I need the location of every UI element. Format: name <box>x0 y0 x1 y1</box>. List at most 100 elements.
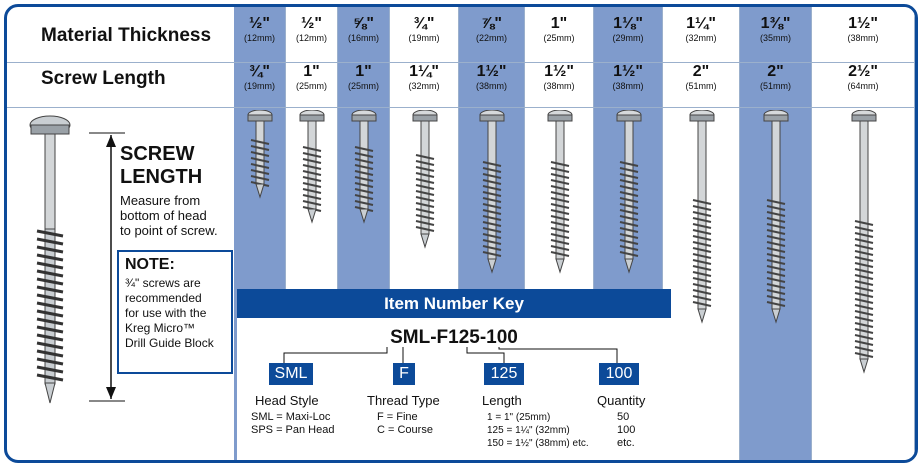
screw-length-cell: ¾"(19mm) <box>234 64 285 92</box>
thickness-mm: (12mm) <box>296 33 327 43</box>
screw-image <box>547 110 572 274</box>
option-line: SPS = Pan Head <box>251 424 335 436</box>
screw-length-cell: 1½"(38mm) <box>594 63 662 92</box>
screw-length-description: Measure from bottom of head to point of … <box>120 193 218 238</box>
screw-image <box>689 110 714 324</box>
row-divider <box>7 62 915 63</box>
length-inch: 2" <box>767 63 784 80</box>
option-line: F = Fine <box>377 411 418 423</box>
material-thickness-cell: 1½"(38mm) <box>812 16 914 44</box>
screw-length-cell: 2½"(64mm) <box>812 63 914 92</box>
thickness-inch: 1⅛" <box>613 15 643 32</box>
thickness-inch: 1⅜" <box>760 15 791 32</box>
option-line: 1 = 1" (25mm) <box>487 412 551 423</box>
thickness-inch: 1¼" <box>686 15 716 32</box>
length-mm: (38mm) <box>476 81 507 91</box>
screw-column: 1¼"(32mm) 2"(51mm) <box>663 7 740 460</box>
note-line: for use with the <box>125 306 207 320</box>
material-thickness-cell: ½"(12mm) <box>234 15 285 44</box>
reference-screw-image <box>29 115 71 404</box>
length-mm: (51mm) <box>685 81 717 91</box>
thickness-mm: (32mm) <box>685 33 717 43</box>
thickness-mm: (29mm) <box>612 33 644 43</box>
note-line: Kreg Micro™ <box>125 321 196 335</box>
screw-image <box>763 110 789 324</box>
thickness-inch: 1" <box>550 15 568 32</box>
thread-type-label: Thread Type <box>367 393 440 408</box>
thread-type-options: F = Fine C = Course <box>377 411 433 437</box>
thickness-inch: ⅝" <box>353 15 374 32</box>
note-title: NOTE: <box>125 256 175 273</box>
material-thickness-cell: 1"(25mm) <box>525 15 593 44</box>
item-number-key: Item Number Key SML-F125-100 SML F 125 1… <box>237 289 671 460</box>
length-inch: 1½" <box>613 63 643 80</box>
thickness-mm: (19mm) <box>408 33 440 43</box>
length-inch: 1" <box>355 63 372 80</box>
material-thickness-cell: ¾"(19mm) <box>390 16 458 44</box>
material-thickness-cell: ⅞"(22mm) <box>459 15 524 44</box>
thickness-mm: (25mm) <box>543 33 575 43</box>
thickness-inch: ½" <box>249 15 270 32</box>
desc-line: bottom of head <box>120 208 207 223</box>
length-mm: (38mm) <box>612 81 644 91</box>
material-thickness-cell: 1⅛"(29mm) <box>594 15 662 44</box>
code-sml: SML <box>269 363 313 385</box>
option-line: 125 = 1¼" (32mm) <box>487 425 570 436</box>
note-line: ¾" screws are <box>125 276 201 290</box>
note-box: NOTE: ¾" screws are recommended for use … <box>117 250 233 374</box>
length-options: 1 = 1" (25mm) 125 = 1¼" (32mm) 150 = 1½"… <box>487 411 589 450</box>
screw-image <box>479 110 505 274</box>
head-style-label: Head Style <box>255 393 319 408</box>
thickness-mm: (12mm) <box>244 33 275 43</box>
code-125: 125 <box>484 363 524 385</box>
option-line: etc. <box>617 437 635 449</box>
note-text: ¾" screws are recommended for use with t… <box>125 276 214 351</box>
screw-length-cell: 2"(51mm) <box>740 63 811 92</box>
length-mm: (51mm) <box>760 81 791 91</box>
length-inch: 1½" <box>476 63 507 80</box>
screw-image <box>247 110 273 199</box>
length-mm: (25mm) <box>296 81 327 91</box>
desc-line: Measure from <box>120 193 201 208</box>
material-thickness-label: Material Thickness <box>41 25 212 46</box>
length-arrow <box>89 132 125 402</box>
thickness-mm: (22mm) <box>476 33 507 43</box>
thickness-inch: ⅞" <box>481 15 502 32</box>
option-line: SML = Maxi-Loc <box>251 411 331 423</box>
screw-chart: ½"(12mm)¾"(19mm)½"(12mm)1"(25mm)⅝"(16mm)… <box>4 4 918 463</box>
code-100: 100 <box>599 363 639 385</box>
length-mm: (32mm) <box>408 81 440 91</box>
note-line: recommended <box>125 291 202 305</box>
screw-length-label: Screw Length <box>41 68 166 89</box>
code-f: F <box>393 363 415 385</box>
note-line: Drill Guide Block <box>125 336 214 350</box>
desc-line: to point of screw. <box>120 223 218 238</box>
length-inch: 1¼" <box>409 63 439 80</box>
material-thickness-cell: ⅝"(16mm) <box>338 15 389 44</box>
screw-length-cell: 1½"(38mm) <box>459 63 524 92</box>
screw-length-cell: 1¼"(32mm) <box>390 63 458 92</box>
thickness-mm: (38mm) <box>847 33 879 43</box>
key-connector-lines <box>283 347 618 363</box>
length-inch: 2½" <box>848 63 878 80</box>
screw-length-heading: SCREW LENGTH <box>120 143 202 189</box>
length-mm: (19mm) <box>244 81 275 91</box>
example-item-number: SML-F125-100 <box>390 327 518 348</box>
length-mm: (64mm) <box>847 81 879 91</box>
length-label: Length <box>482 393 522 408</box>
screw-length-title-2: LENGTH <box>120 166 203 188</box>
length-mm: (25mm) <box>348 81 379 91</box>
thickness-mm: (16mm) <box>348 33 379 43</box>
item-number-key-title: Item Number Key <box>237 289 671 318</box>
screw-length-title-1: SCREW <box>120 143 195 165</box>
screw-length-cell: 1"(25mm) <box>286 63 337 92</box>
option-line: 50 <box>617 411 630 423</box>
option-line: 100 <box>617 424 636 436</box>
material-thickness-cell: ½"(12mm) <box>286 15 337 44</box>
screw-image <box>299 110 325 224</box>
material-thickness-cell: 1¼"(32mm) <box>663 15 739 44</box>
thickness-inch: ½" <box>301 15 322 32</box>
length-inch: 1" <box>303 63 320 80</box>
head-style-options: SML = Maxi-Loc SPS = Pan Head <box>251 411 334 437</box>
length-inch: 2" <box>692 63 710 80</box>
